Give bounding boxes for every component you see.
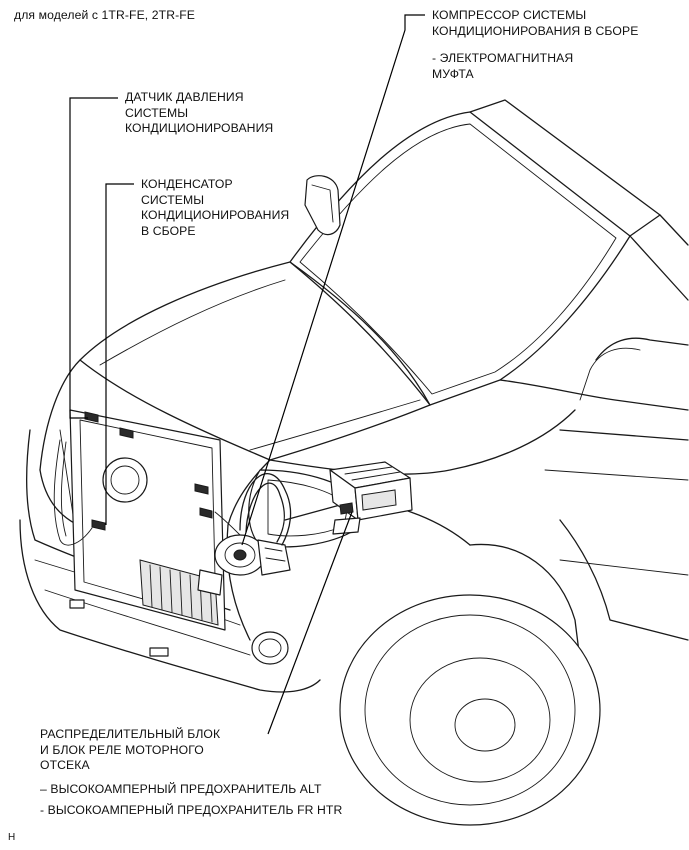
- body-side: [499, 214, 689, 641]
- ac-compressor: [197, 534, 291, 596]
- figure-code: H: [8, 830, 15, 846]
- relay-block: [329, 461, 413, 535]
- compressor-label-line2: КОНДИЦИОНИРОВАНИЯ В СБОРЕ: [432, 23, 639, 38]
- condenser-line4: В СБОРЕ: [141, 223, 196, 238]
- compressor-label: КОМПРЕССОР СИСТЕМЫ КОНДИЦИОНИРОВАНИЯ В С…: [432, 8, 638, 82]
- pressure-sensor-label: ДАТЧИК ДАВЛЕНИЯ СИСТЕМЫ КОНДИЦИОНИРОВАНИ…: [125, 90, 273, 137]
- relay-block-sub2: - ВЫСОКОАМПЕРНЫЙ ПРЕДОХРАНИТЕЛЬ FR HTR: [40, 803, 343, 818]
- side-mirror: [304, 175, 341, 236]
- condenser-label: КОНДЕНСАТОР СИСТЕМЫ КОНДИЦИОНИРОВАНИЯ В …: [141, 177, 289, 239]
- spacer: [432, 39, 638, 51]
- model-note-text: для моделей с 1TR-FE, 2TR-FE: [14, 8, 196, 22]
- relay-block-label: РАСПРЕДЕЛИТЕЛЬНЫЙ БЛОК И БЛОК РЕЛЕ МОТОР…: [40, 727, 342, 819]
- condenser-line2: СИСТЕМЫ: [141, 192, 205, 207]
- compressor-sub2: МУФТА: [432, 66, 474, 81]
- relay-block-line3: ОТСЕКА: [40, 758, 90, 773]
- condenser-line3: КОНДИЦИОНИРОВАНИЯ: [141, 208, 290, 223]
- condenser-assembly: [53, 409, 226, 631]
- model-note: для моделей с 1TR-FE, 2TR-FE: [14, 8, 195, 24]
- pressure-sensor-line2: СИСТЕМЫ: [125, 105, 189, 120]
- pressure-sensor-line3: КОНДИЦИОНИРОВАНИЯ: [125, 121, 274, 136]
- relay-block-sub1: – ВЫСОКОАМПЕРНЫЙ ПРЕДОХРАНИТЕЛЬ ALT: [40, 781, 322, 796]
- windshield: [289, 99, 661, 406]
- relay-block-line2: И БЛОК РЕЛЕ МОТОРНОГО: [40, 742, 204, 757]
- front-wheel: [339, 543, 601, 826]
- relay-block-line1: РАСПРЕДЕЛИТЕЛЬНЫЙ БЛОК: [40, 727, 221, 741]
- spacer: [40, 774, 342, 782]
- condenser-line1: КОНДЕНСАТОР: [141, 177, 233, 191]
- figure-code-text: H: [8, 832, 16, 843]
- compressor-sub1: - ЭЛЕКТРОМАГНИТНАЯ: [432, 51, 574, 66]
- pressure-sensor-line1: ДАТЧИК ДАВЛЕНИЯ: [125, 90, 244, 104]
- leader-lines: [69, 14, 425, 735]
- compressor-label-line1: КОМПРЕССОР СИСТЕМЫ: [432, 8, 587, 22]
